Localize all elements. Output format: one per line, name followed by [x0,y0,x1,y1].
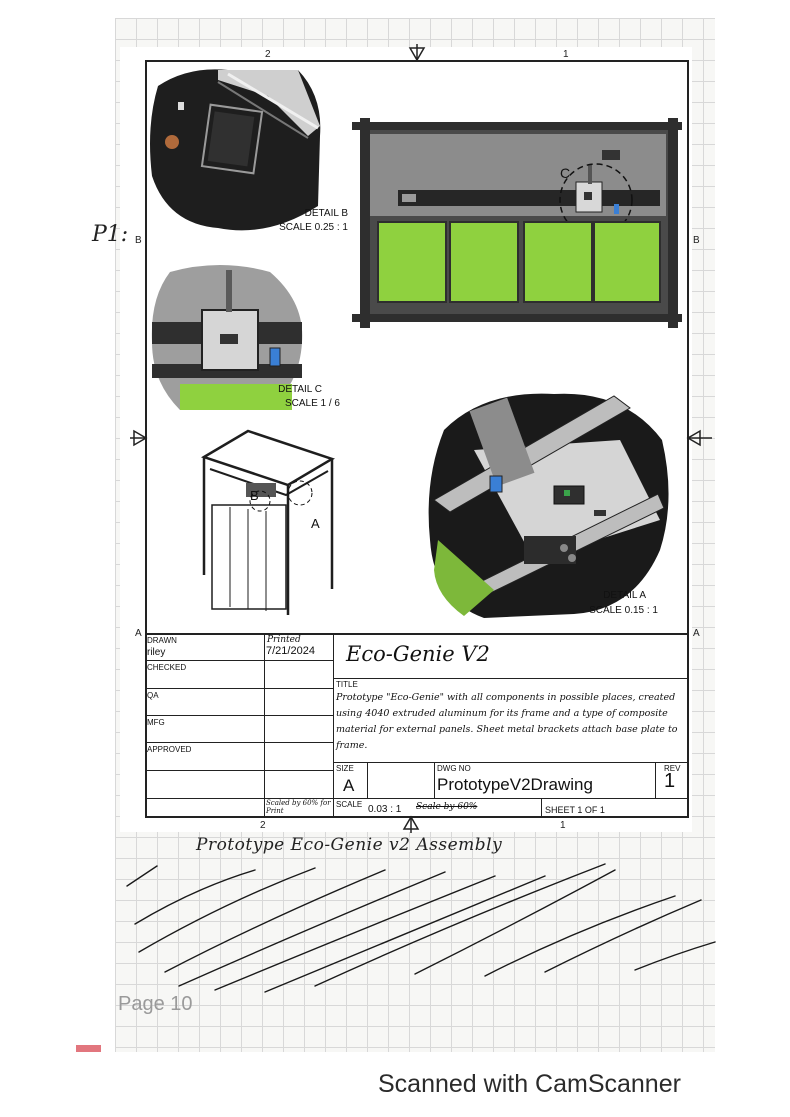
zone-left-b: B [135,235,142,246]
detail-c-scale: SCALE 1 / 6 [284,398,340,409]
approved-label: APPROVED [147,745,192,754]
project-name: Eco-Genie V2 [346,642,490,666]
checked-label: CHECKED [147,663,187,672]
handwritten-caption: Prototype Eco-Genie v2 Assembly [196,835,503,855]
zone-right-a: A [693,628,700,639]
printed-date: 7/21/2024 [266,645,315,657]
scale-strike: Scale by 60% [416,802,478,812]
scale-label: SCALE [336,800,363,809]
margin-note: P1: [92,222,129,247]
dwg-no-label: DWG NO [437,764,471,773]
detail-b-view [150,69,321,231]
detail-c-callout: C [560,165,571,181]
zone-top-2: 2 [265,49,271,60]
detail-b-scale: SCALE 0.25 : 1 [279,222,348,233]
qa-label: QA [147,691,159,700]
dwg-no-value: PrototypeV2Drawing [437,775,593,794]
detail-a-view [428,393,669,618]
detail-c-title: DETAIL C [278,384,322,395]
detail-c-view [151,265,303,410]
printed-label: Printed [267,635,301,645]
detail-a-title: DETAIL A [603,590,646,601]
iso-callout-b: B [250,488,259,503]
drawn-label: DRAWN [147,636,177,645]
detail-b-title: DETAIL B [304,208,348,219]
scribble-lines [126,863,716,993]
scale-value: 0.03 : 1 [368,804,402,815]
isometric-view [201,429,335,615]
title-text: Prototype "Eco-Genie" with all component… [336,692,678,751]
pink-mark [76,1045,101,1052]
rev-value: 1 [664,770,676,792]
zone-bottom-2: 2 [260,820,266,831]
mfg-label: MFG [147,718,165,727]
page-number: Page 10 [118,993,193,1015]
sheet-label: SHEET 1 OF 1 [545,805,605,815]
zone-top-1: 1 [563,49,569,60]
zone-left-a: A [135,628,142,639]
title-label: TITLE [336,680,358,689]
drawn-value: riley [147,647,166,658]
size-value: A [343,776,355,795]
zone-bottom-1: 1 [560,820,566,831]
iso-callout-a: A [311,516,320,531]
size-label: SIZE [336,764,354,773]
scanner-footer: Scanned with CamScanner [378,1070,681,1098]
detail-a-scale: SCALE 0.15 : 1 [589,605,658,616]
drawing-border [145,60,689,818]
zone-right-b: B [693,235,700,246]
scale-note: Scaled by 60% for Print [266,799,331,815]
rev-label: REV [664,764,681,773]
top-view [352,118,682,328]
